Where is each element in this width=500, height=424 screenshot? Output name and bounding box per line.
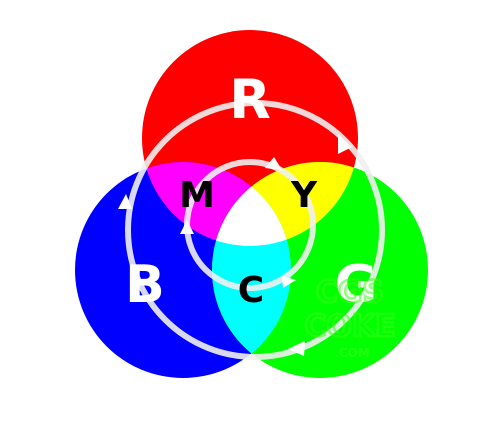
label-yellow: Y [290,175,318,216]
inner-arrow-top-icon [265,157,282,170]
label-magenta: M [179,175,215,216]
outer-arrow-bottom-icon [288,341,305,356]
outer-arrow-left-icon [118,194,132,209]
label-cyan: C [238,270,264,311]
outer-arrow-right-icon [338,134,352,154]
label-green: G [335,255,378,315]
inner-arrow-right-icon [282,276,296,288]
label-blue: B [125,255,165,315]
inner-arrow-left-icon [180,220,194,234]
outer-cycle-ring [125,100,385,360]
label-red: R [229,68,271,131]
watermark-line-3: .COM [334,346,370,360]
watermark-logo: CGS COKE .COM [303,274,397,360]
white-center [212,162,291,246]
watermark-line-1: CGS [316,275,384,310]
watermark-line-2: COKE [304,309,395,344]
